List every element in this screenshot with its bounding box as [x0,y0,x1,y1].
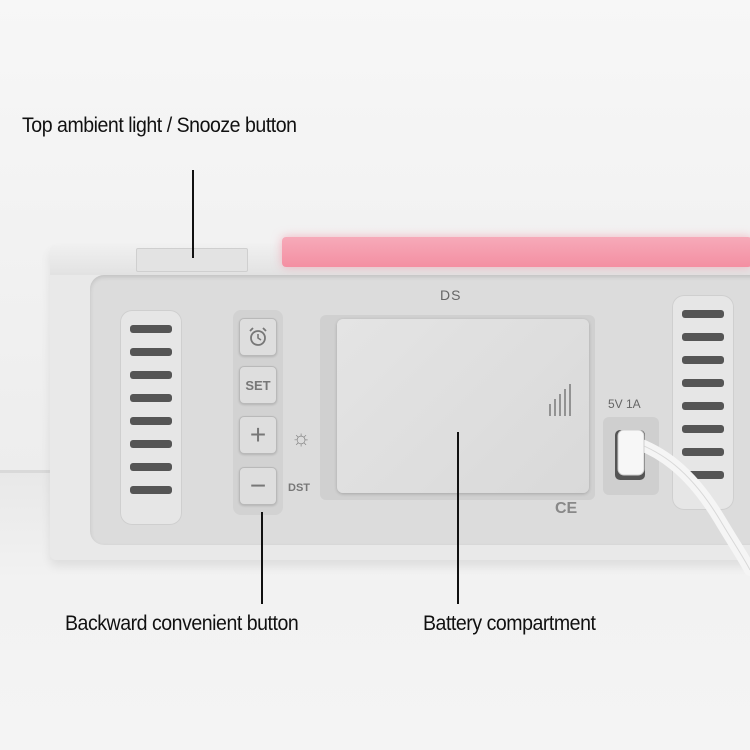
top-light-leader-line [192,170,194,258]
backward-button-leader-line [261,512,263,604]
dst-label: DST [288,482,310,494]
brand-text: DS [440,287,462,303]
vent-slot [130,371,172,379]
top-light-annotation: Top ambient light / Snooze button [22,114,297,137]
minus-button[interactable]: − [239,467,277,505]
vent-slot [682,448,724,456]
battery-leader-line [457,432,459,604]
ambient-light-bar [282,237,750,267]
left-speaker-vent [120,310,182,525]
alarm-clock-device: DS SET + − ☼ DST [50,237,750,560]
vent-slot [682,402,724,410]
vent-slot [130,325,172,333]
vent-slot [130,463,172,471]
vent-slot [682,425,724,433]
power-rating: 5V 1A [608,397,641,411]
alarm-button[interactable] [239,318,277,356]
grip-ridges [549,384,571,416]
set-button[interactable]: SET [239,366,277,404]
battery-cover[interactable] [337,319,589,493]
vent-slot [130,348,172,356]
vent-slot [682,471,724,479]
ce-mark: CE [555,500,578,517]
vent-slot [682,310,724,318]
vent-slot [682,356,724,364]
vent-slot [682,333,724,341]
alarm-clock-icon [249,327,267,346]
plus-button[interactable]: + [239,416,277,454]
vent-slot [130,417,172,425]
control-button-strip: SET + − [233,310,283,515]
vent-slot [130,440,172,448]
vent-slot [130,486,172,494]
brightness-icon: ☼ [291,425,312,450]
battery-annotation: Battery compartment [423,612,596,635]
backward-button-annotation: Backward convenient button [65,612,299,635]
vent-slot [682,379,724,387]
vent-slot [130,394,172,402]
